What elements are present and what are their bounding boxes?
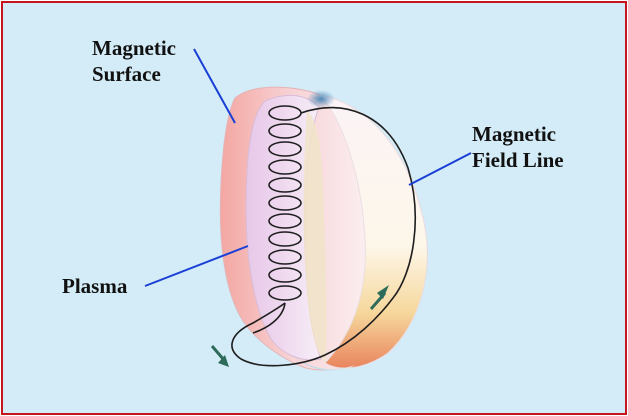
magnetic-field-line-label-line-1: Magnetic — [472, 121, 564, 147]
magnetic-surface — [220, 87, 427, 371]
plasma-label: Plasma — [62, 273, 127, 299]
surface-leader-line — [194, 49, 235, 123]
magnetic-surface-label-line-1: Magnetic — [92, 35, 176, 61]
arrow-lower-left — [212, 346, 229, 367]
magnetic-surface-label: Magnetic Surface — [92, 35, 176, 87]
field-line-leader-line — [409, 153, 471, 185]
magnetic-field-line-label: Magnetic Field Line — [472, 121, 564, 173]
magnetic-surface-label-line-2: Surface — [92, 61, 176, 87]
plasma-label-text: Plasma — [62, 273, 127, 299]
magnetic-field-line-label-line-2: Field Line — [472, 147, 564, 173]
